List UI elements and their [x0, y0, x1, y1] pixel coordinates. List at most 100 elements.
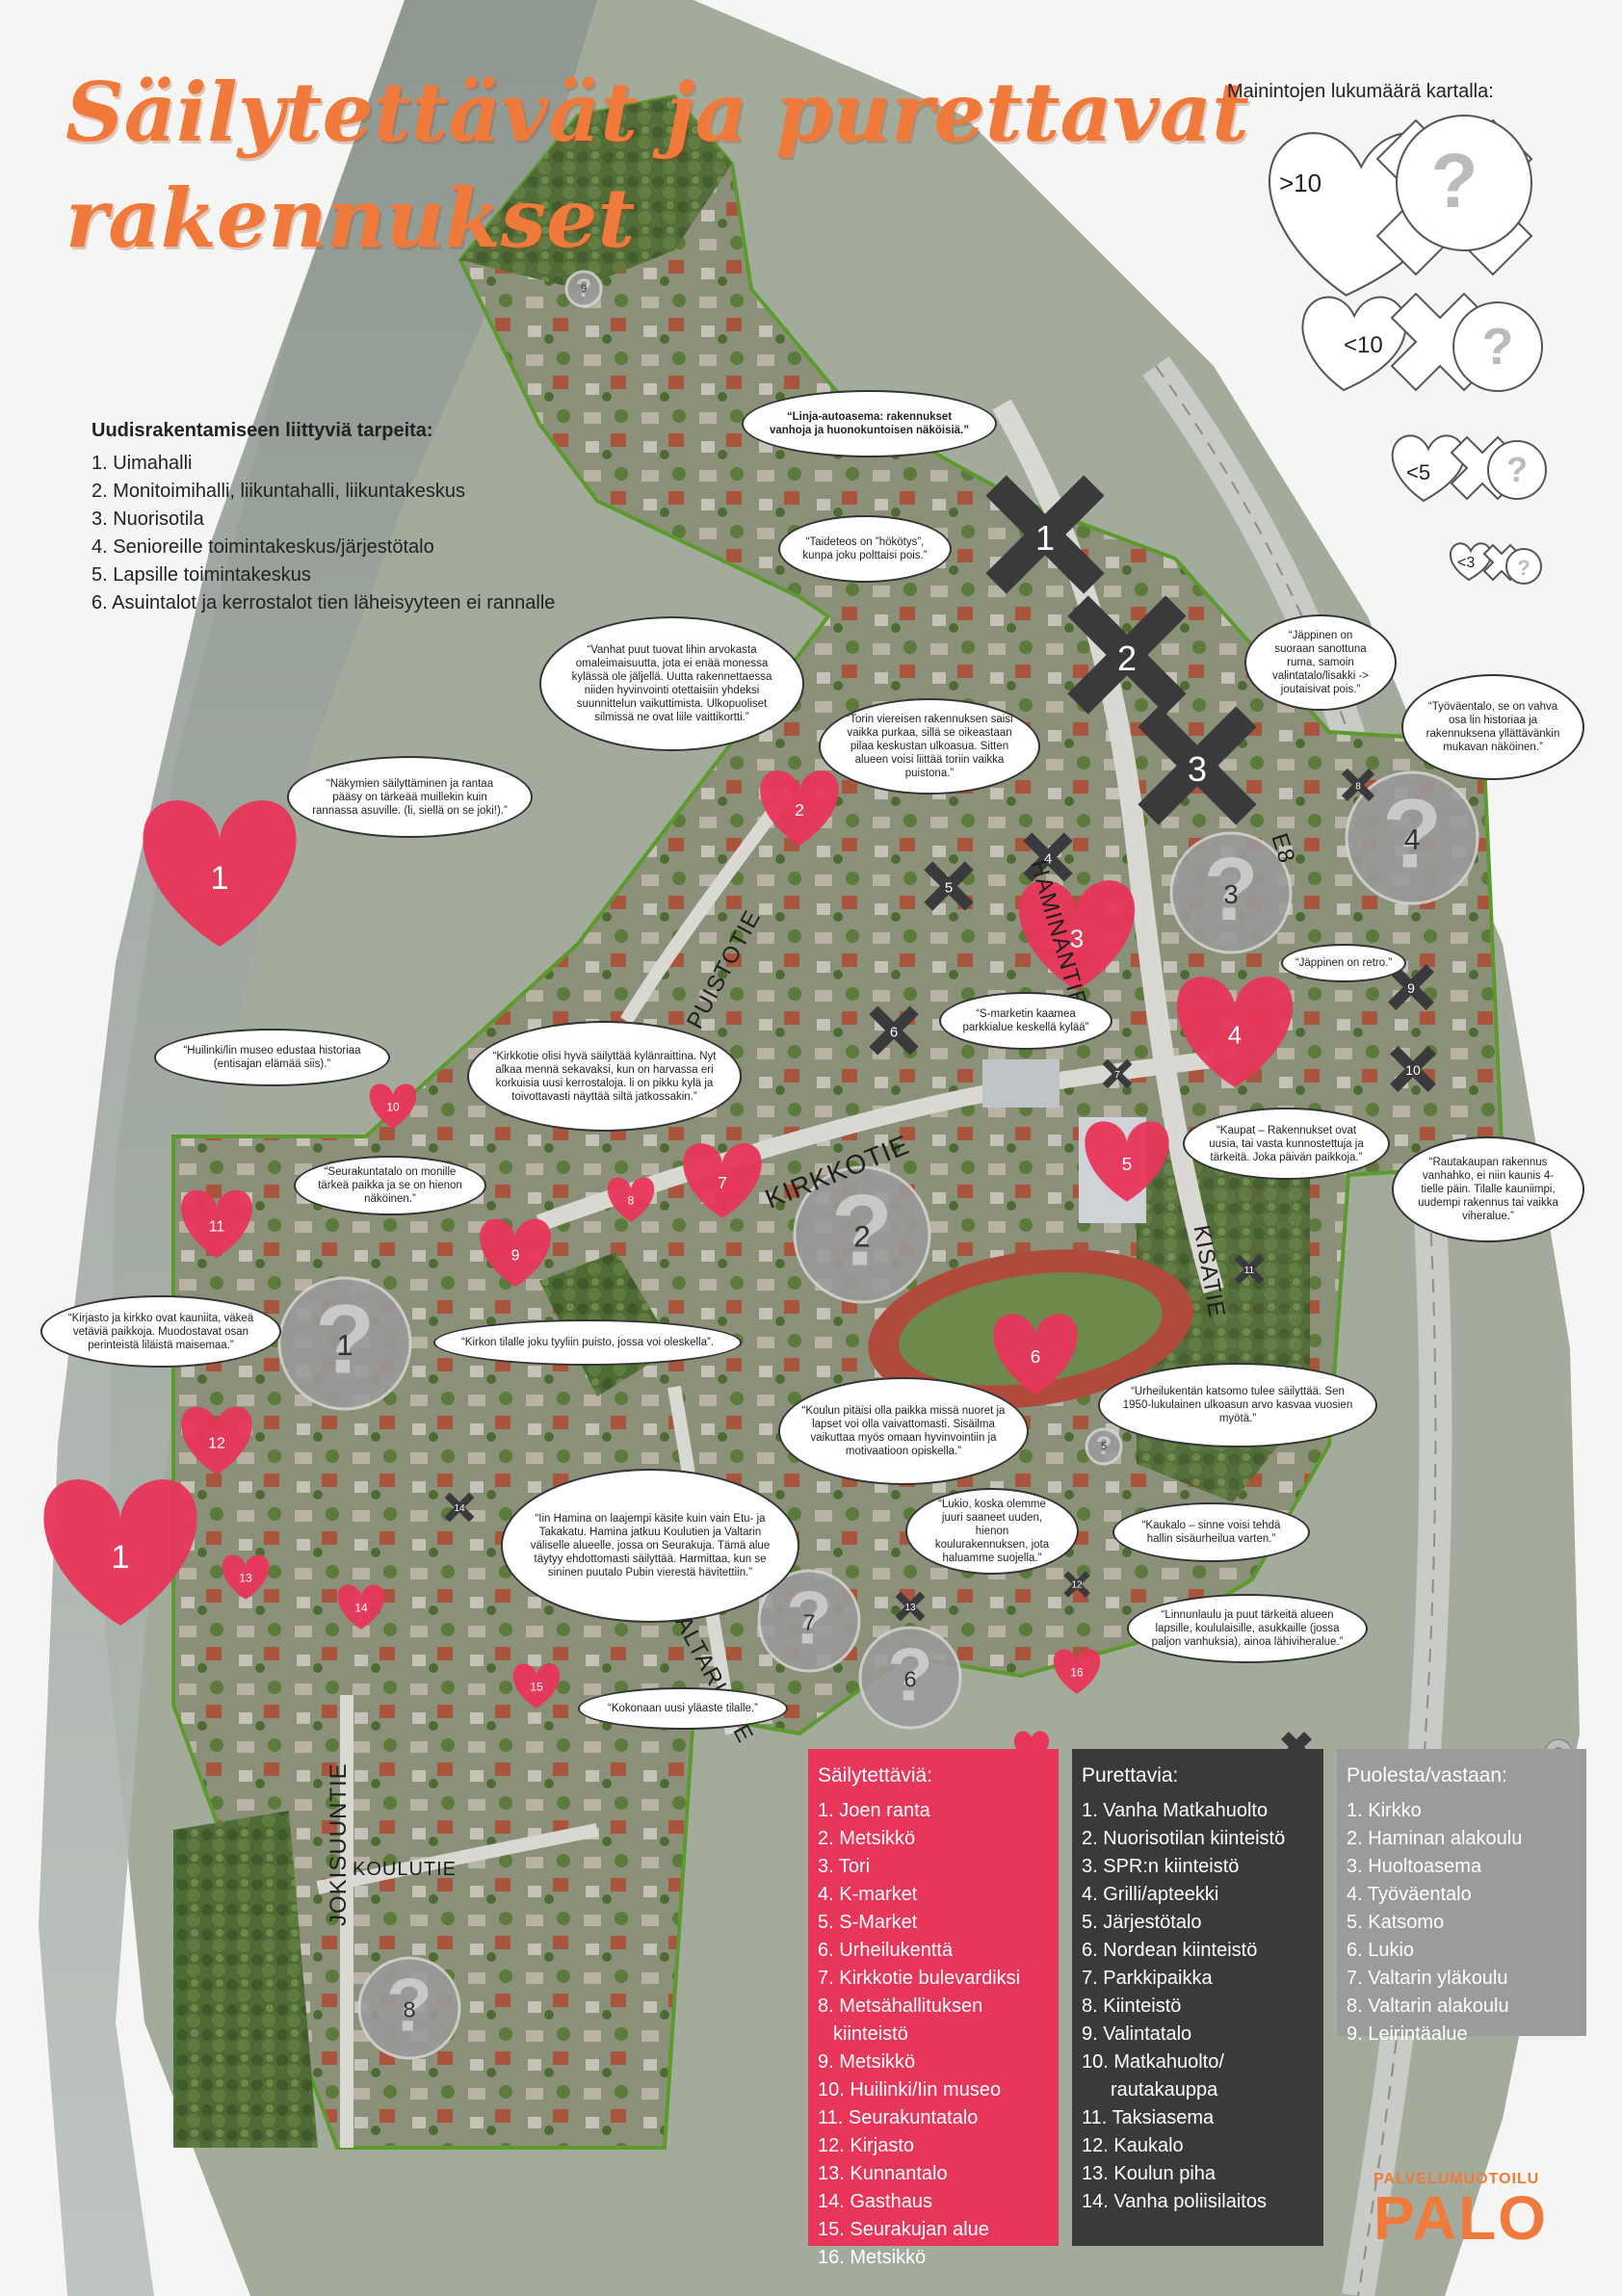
question-marker-label: 2 — [853, 1219, 871, 1254]
legend-level-label: <3 — [1457, 555, 1476, 571]
comment-text: “Urheilukentän katsomo tulee säilyttää. … — [1122, 1386, 1353, 1424]
panel-procon: Puolesta/vastaan: 1. Kirkko 2. Haminan a… — [1337, 1749, 1586, 2045]
question-marker-icon: ?3 — [1169, 831, 1293, 954]
comment-bubble: “S-marketin kaamea parkkialue keskellä k… — [939, 992, 1112, 1050]
cross-marker-label: 12 — [1071, 1580, 1083, 1591]
cross-marker-icon: 7 — [1102, 1058, 1133, 1089]
question-marker-label: 3 — [1223, 879, 1239, 909]
question-glyph: ? — [1204, 839, 1259, 939]
heart-marker-label: 3 — [1070, 925, 1084, 953]
list-item: 8. Kiinteistö — [1082, 1996, 1182, 2017]
comment-text: “Jäppinen on retro.” — [1295, 957, 1393, 969]
comment-text: “Rautakaupan rakennus vanhahko, ei niin … — [1418, 1157, 1558, 1222]
heart-marker-label: 11 — [209, 1218, 225, 1235]
question-glyph: ? — [887, 1631, 933, 1716]
comment-bubble: “Koulun pitäisi olla paikka missä nuoret… — [778, 1377, 1029, 1485]
comment-bubble: “Lukio, koska olemme juuri saaneet uuden… — [905, 1488, 1079, 1575]
heart-marker-icon: 6 — [993, 1314, 1078, 1395]
comment-text: “Kaukalo – sinne voisi tehdä hallin sisä… — [1141, 1520, 1281, 1545]
list-item: 3. Tori — [818, 1856, 871, 1877]
cross-marker-label: 8 — [1355, 781, 1361, 792]
heart-marker-icon: 14 — [337, 1584, 385, 1630]
heart-marker-label: 12 — [208, 1435, 225, 1451]
comment-bubble: “Huilinki/lin museo edustaa historiaa (e… — [154, 1029, 390, 1086]
list-item: 1. Joen ranta — [818, 1800, 930, 1821]
comment-text: “Näkymien säilyttäminen ja rantaa pääsy … — [312, 777, 508, 817]
list-item: rautakauppa — [1111, 2079, 1218, 2100]
comment-bubble: “Iin Hamina on laajempi käsite kuin vain… — [501, 1469, 799, 1623]
comment-bubble: “Kirkon tilalle joku tyyliin puisto, jos… — [433, 1319, 742, 1366]
legend-icons — [1268, 115, 1547, 585]
list-item: 7. Valtarin yläkoulu — [1347, 1968, 1508, 1989]
cross-marker-icon: 3 — [1138, 706, 1257, 825]
comment-text: “Kirjasto ja kirkko ovat kauniita, väkeä… — [67, 1312, 254, 1351]
heart-marker-icon: 3 — [1018, 880, 1136, 991]
question-marker-icon: ?7 — [757, 1569, 861, 1673]
svg-text:?: ? — [1506, 450, 1528, 489]
question-glyph: ? — [786, 1575, 832, 1659]
heart-marker-label: 8 — [628, 1194, 635, 1208]
comment-text: “Huilinki/lin museo edustaa historiaa (e… — [183, 1045, 361, 1070]
heart-marker-icon: 15 — [512, 1663, 561, 1709]
comment-text: “Linnunlaulu ja puut tärkeitä alueen lap… — [1151, 1609, 1344, 1648]
legend-question-large — [1396, 115, 1532, 251]
cross-marker-icon: 10 — [1390, 1046, 1436, 1092]
comment-bubble: “Vanhat puut tuovat lihin arvokasta omal… — [539, 616, 804, 751]
list-item: 12. Kirjasto — [818, 2135, 915, 2156]
list-item: 3. SPR:n kiinteistö — [1082, 1856, 1240, 1877]
list-item: kiinteistö — [833, 2023, 908, 2045]
cross-marker-icon: 6 — [869, 1005, 919, 1056]
svg-text:?: ? — [1517, 556, 1530, 580]
list-item: 6. Urheilukenttä — [818, 1940, 954, 1961]
heart-marker-icon: 16 — [1053, 1649, 1101, 1694]
question-marker-icon: ?8 — [357, 1956, 461, 2060]
question-markers: ?1?2?3?4?5?6?7?8?9 — [277, 270, 1479, 2060]
title-line-2: rakennukset — [65, 170, 636, 266]
list-item: 1. Kirkko — [1347, 1800, 1422, 1821]
list-item: 8. Metsähallituksen — [818, 1996, 983, 2017]
cross-marker-label: 1 — [1035, 518, 1055, 558]
cross-marker-icon: 8 — [1341, 768, 1375, 802]
comment-text: “Kirkkotie olisi hyvä säilyttää kylänrai… — [492, 1050, 717, 1103]
cross-marker-label: 7 — [1114, 1070, 1120, 1081]
cross-marker-label: 14 — [454, 1503, 465, 1514]
heart-marker-label: 4 — [1228, 1021, 1242, 1050]
heart-marker-label: 9 — [511, 1247, 520, 1264]
needs-item: 5. Lapsille toimintakeskus — [92, 564, 311, 586]
list-item: 2. Nuorisotilan kiinteistö — [1082, 1828, 1286, 1849]
legend-question-small — [1487, 440, 1547, 500]
cross-marker-icon: 13 — [895, 1591, 926, 1622]
comment-text: “Vanhat puut tuovat lihin arvokasta omal… — [571, 644, 772, 723]
question-glyph: ? — [386, 1962, 432, 2047]
question-marker-icon: ?5 — [1085, 1427, 1123, 1466]
list-item: 4. Työväentalo — [1347, 1884, 1472, 1905]
title-line-1: Säilytettävät ja purettavat — [65, 65, 1249, 160]
needs-list: Uudisrakentamiseen liittyviä tarpeita: 1… — [92, 420, 555, 617]
question-marker-icon: ?4 — [1345, 770, 1479, 905]
question-marker-label: 4 — [1403, 823, 1420, 856]
cross-marker-icon: 2 — [1067, 595, 1187, 715]
comment-bubble: “Näkymien säilyttäminen ja rantaa pääsy … — [287, 756, 533, 838]
comment-bubble: “Kirjasto ja kirkko ovat kauniita, väkeä… — [40, 1295, 281, 1368]
heart-marker-label: 7 — [718, 1173, 727, 1192]
list-item: 2. Haminan alakoulu — [1347, 1828, 1523, 1849]
cross-marker-icon: 9 — [1388, 964, 1434, 1010]
list-item: 10. Matkahuolto/ — [1082, 2051, 1224, 2073]
needs-item: 2. Monitoimihalli, liikuntahalli, liikun… — [92, 481, 465, 502]
comment-text: “Työväentalo, se on vahva osa lin histor… — [1426, 701, 1560, 753]
question-marker-icon: ?9 — [564, 270, 603, 308]
legend-heart-small — [1391, 434, 1466, 503]
question-marker-label: 8 — [403, 1996, 415, 2022]
heart-marker-label: 15 — [530, 1681, 543, 1694]
list-item: 4. Grilli/apteekki — [1082, 1884, 1219, 1905]
list-item: 12. Kaukalo — [1082, 2135, 1184, 2156]
comment-text: “Seurakuntatalo on monille tärkeä paikka… — [318, 1166, 462, 1205]
comment-text: “Kaupat – Rakennukset ovat uusia, tai va… — [1209, 1124, 1364, 1163]
question-marker-icon: ?6 — [858, 1626, 962, 1730]
cross-marker-icon: 11 — [1234, 1254, 1265, 1285]
panel-keep-heading: Säilytettäviä: — [818, 1764, 933, 1787]
cross-marker-label: 9 — [1407, 980, 1415, 996]
cross-marker-label: 5 — [945, 880, 953, 897]
